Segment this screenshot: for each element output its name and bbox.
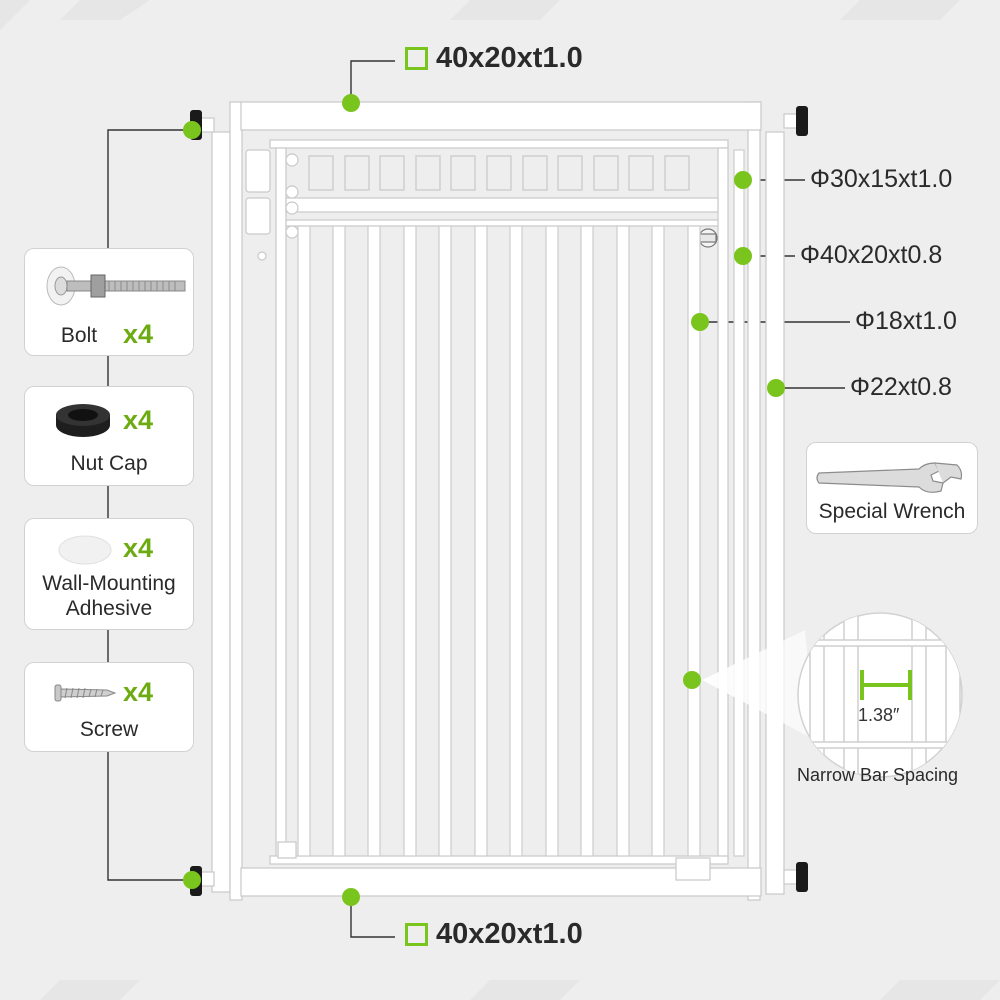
vertical-bar-dimension: Φ18xt1.0 xyxy=(855,307,957,335)
spacing-measure-text: 1.38″ xyxy=(858,705,900,725)
wrench-label: Special Wrench xyxy=(818,500,966,523)
accessory-label: Bolt xyxy=(60,324,98,347)
vertical-bars xyxy=(297,149,745,857)
accessory-label: Nut Cap xyxy=(70,452,148,475)
accessory-card-nut-cap: x4 Nut Cap xyxy=(24,386,194,486)
accessory-qty: x4 xyxy=(123,405,154,435)
accessory-card-bolt: Bolt x4 xyxy=(24,248,194,356)
bottom-rail-dimension: 40x20xt1.0 xyxy=(405,918,583,951)
square-tube-icon xyxy=(405,923,428,946)
nut-cap-icon xyxy=(56,404,110,437)
accessory-qty: x4 xyxy=(123,677,154,707)
accessory-card-screw: x4 Screw xyxy=(24,662,194,752)
accessory-qty: x4 xyxy=(123,533,154,563)
spacing-measure-icon xyxy=(860,670,912,700)
square-tube-icon xyxy=(405,47,428,70)
top-rail-dimension: 40x20xt1.0 xyxy=(405,42,583,75)
marker-dots xyxy=(183,94,785,906)
screw-icon xyxy=(54,684,117,702)
upper-panel-dimension: Φ30x15xt1.0 xyxy=(810,165,953,193)
accessory-label: Wall-Mounting Adhesive xyxy=(42,572,176,620)
accessory-label: Screw xyxy=(79,718,139,741)
accessory-qty: x4 xyxy=(123,319,154,349)
side-tube-dimension: Φ40x20xt0.8 xyxy=(800,241,943,269)
zoom-beam xyxy=(702,630,815,740)
wrench-icon xyxy=(816,462,963,493)
bolt-icon xyxy=(46,266,186,306)
accessory-card-adhesive: x4 Wall-Mounting Adhesive xyxy=(24,518,194,630)
zoom-circle xyxy=(797,612,963,778)
adhesive-pad-icon xyxy=(58,535,112,565)
accessory-card-wrench: Special Wrench xyxy=(806,442,978,534)
bottom-rail-dimension-text: 40x20xt1.0 xyxy=(436,918,583,950)
gate-frame xyxy=(199,101,799,901)
outer-post-dimension: Φ22xt0.8 xyxy=(850,373,952,401)
spacing-label: Narrow Bar Spacing xyxy=(797,765,959,785)
top-rail-dimension-text: 40x20xt1.0 xyxy=(436,42,583,74)
upper-panel-slots xyxy=(308,155,690,191)
